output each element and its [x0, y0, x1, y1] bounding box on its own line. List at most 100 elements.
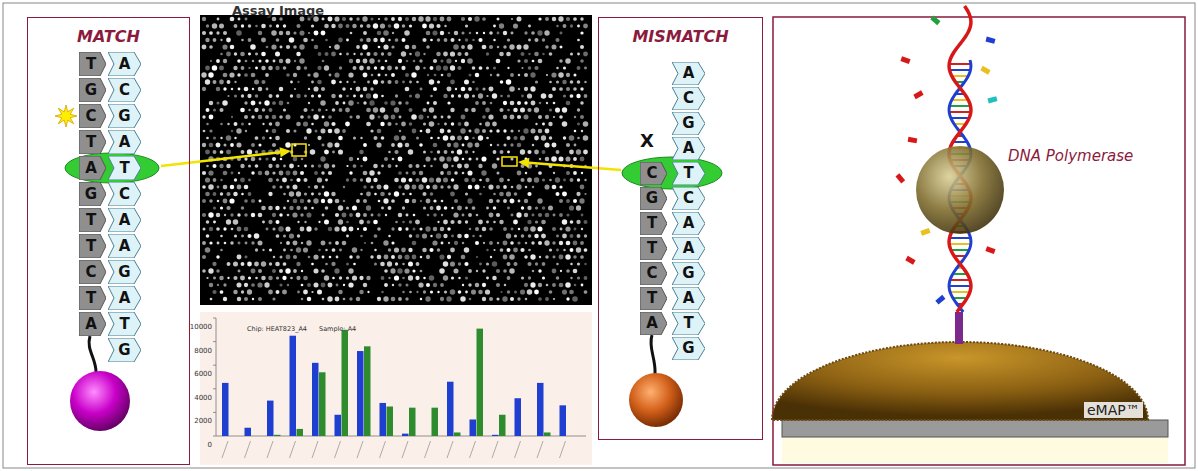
assay-spot [527, 220, 531, 224]
assay-spot [478, 220, 483, 225]
assay-spot [327, 142, 333, 148]
assay-spot [345, 108, 350, 113]
assay-spot [383, 240, 388, 245]
assay-spot [565, 156, 570, 161]
assay-spot [398, 213, 403, 218]
assay-spot [443, 94, 447, 98]
assay-spot [342, 213, 347, 218]
assay-spot [308, 144, 310, 146]
assay-spot [535, 220, 538, 223]
assay-spot [265, 59, 269, 63]
assay-spot [542, 262, 546, 266]
assay-spot [545, 157, 549, 161]
assay-spot [202, 45, 207, 50]
assay-spot [213, 150, 217, 154]
base-outline [672, 187, 705, 210]
assay-spot [430, 95, 433, 98]
assay-spot [545, 45, 549, 49]
bar [522, 436, 529, 437]
assay-spot [506, 191, 511, 196]
assay-spot [303, 178, 307, 182]
assay-spot [453, 184, 458, 189]
assay-spot [532, 270, 535, 273]
assay-spot [408, 108, 412, 112]
assay-spot [489, 45, 493, 49]
assay-spot [366, 177, 371, 182]
assay-spot [247, 262, 252, 267]
assay-spot [251, 213, 255, 217]
assay-spot [433, 143, 438, 148]
assay-spot [356, 87, 361, 92]
assay-spot [464, 234, 469, 239]
assay-spot [268, 276, 273, 281]
assay-spot [258, 143, 261, 146]
assay-spot [492, 93, 497, 98]
assay-spot [244, 199, 248, 203]
assay-spot [353, 164, 357, 168]
assay-spot [318, 94, 321, 97]
assay-spot [580, 59, 584, 63]
assay-spot [287, 284, 289, 286]
assay-spot [244, 73, 248, 77]
assay-spot [257, 282, 262, 287]
assay-spot [234, 178, 237, 181]
assay-spot [441, 214, 443, 216]
assay-spot [247, 289, 252, 294]
assay-spot [584, 94, 588, 98]
assay-spot [371, 74, 374, 77]
bar [402, 434, 409, 436]
assay-spot [562, 234, 567, 239]
assay-spot [583, 24, 588, 29]
probe-base: A [108, 130, 141, 154]
assay-spot [496, 283, 500, 287]
assay-spot [570, 234, 574, 238]
assay-spot [440, 227, 445, 232]
assay-spot [405, 283, 408, 286]
assay-spot [503, 115, 508, 120]
assay-spot [205, 192, 210, 197]
assay-spot [443, 275, 448, 280]
base-outline [672, 112, 705, 135]
assay-spot [390, 100, 395, 105]
assay-spot [422, 192, 426, 196]
assay-spot [471, 178, 475, 182]
assay-spot [363, 59, 368, 64]
assay-spot [378, 200, 381, 203]
assay-spot [472, 151, 474, 153]
assay-spot [369, 100, 374, 105]
assay-spot [262, 108, 265, 111]
assay-spot [385, 60, 388, 63]
assay-spot [334, 268, 339, 273]
assay-spot [220, 150, 224, 154]
assay-spot [363, 157, 368, 162]
assay-spot [520, 107, 525, 112]
assay-spot [472, 94, 475, 97]
assay-spot [555, 38, 559, 42]
assay-spot [306, 226, 311, 231]
assay-spot [405, 143, 410, 148]
assay-spot [584, 290, 588, 294]
assay-spot [202, 143, 206, 147]
bar [342, 330, 349, 436]
axis-tick [213, 365, 216, 366]
polymerase-oval [65, 153, 159, 183]
bar [245, 428, 252, 436]
assay-spot [280, 158, 283, 161]
assay-spot [202, 115, 205, 118]
assay-spot [356, 199, 360, 203]
nucleotide [905, 256, 915, 265]
assay-spot [462, 158, 465, 161]
base-outline [108, 338, 141, 362]
assay-spot [241, 122, 244, 125]
probe-base: G [108, 260, 141, 284]
assay-spot [392, 158, 395, 161]
assay-spot [371, 214, 374, 217]
base-outline [672, 237, 705, 260]
assay-spot [507, 151, 510, 154]
base-letter: C [119, 187, 130, 202]
assay-spot [348, 282, 353, 287]
assay-spot [489, 241, 493, 245]
assay-spot [496, 213, 500, 217]
assay-spot [320, 156, 325, 161]
assay-spot [542, 38, 545, 41]
